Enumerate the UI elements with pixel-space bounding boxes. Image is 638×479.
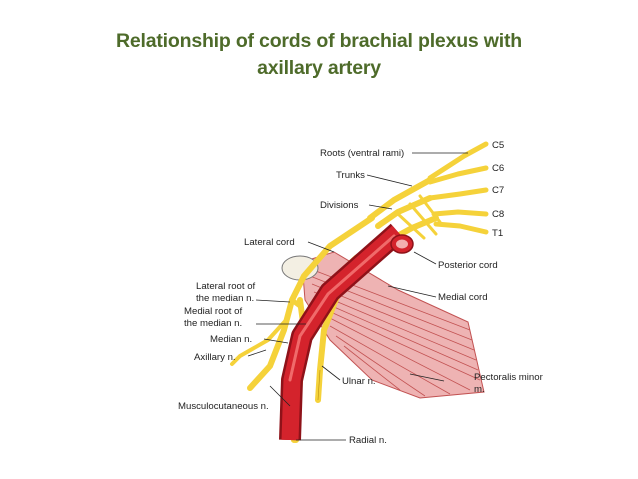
label-c5: C5 (492, 140, 504, 151)
label-c7: C7 (492, 185, 504, 196)
label-trunks: Trunks (336, 170, 365, 181)
label-lateral-root-line-2: the median n. (196, 293, 254, 304)
label-medial-cord: Medial cord (438, 292, 488, 303)
label-c6: C6 (492, 163, 504, 174)
label-ulnar-n: Ulnar n. (342, 376, 376, 387)
label-pectoralis-line-1: Pectoralis minor (474, 372, 544, 383)
title-line-1: Relationship of cords of brachial plexus… (116, 30, 522, 52)
label-pectoralis-line-2: m. (474, 384, 485, 395)
slide-title: Relationship of cords of brachial plexus… (0, 28, 638, 82)
label-t1: T1 (492, 228, 503, 239)
label-medial-root-line-2: the median n. (184, 318, 242, 329)
label-divisions: Divisions (320, 200, 359, 211)
leader-lines (247, 152, 468, 441)
label-musculocutaneous-n: Musculocutaneous n. (178, 401, 269, 412)
label-lateral-root-line-1: Lateral root of (196, 281, 256, 292)
label-c8: C8 (492, 209, 504, 220)
label-axillary-n: Axillary n. (194, 352, 236, 363)
label-lateral-cord: Lateral cord (244, 237, 295, 248)
label-median-n: Median n. (210, 334, 252, 345)
label-roots: Roots (ventral rami) (320, 148, 404, 159)
axillary-artery (279, 223, 414, 441)
labels: Roots (ventral rami) Trunks Divisions C5… (178, 140, 544, 446)
title-line-2: axillary artery (257, 57, 381, 79)
label-posterior-cord: Posterior cord (438, 260, 498, 271)
pectoralis-minor-muscle (301, 251, 485, 399)
label-medial-root-line-1: Medial root of (184, 306, 242, 317)
label-radial-n: Radial n. (349, 435, 387, 446)
